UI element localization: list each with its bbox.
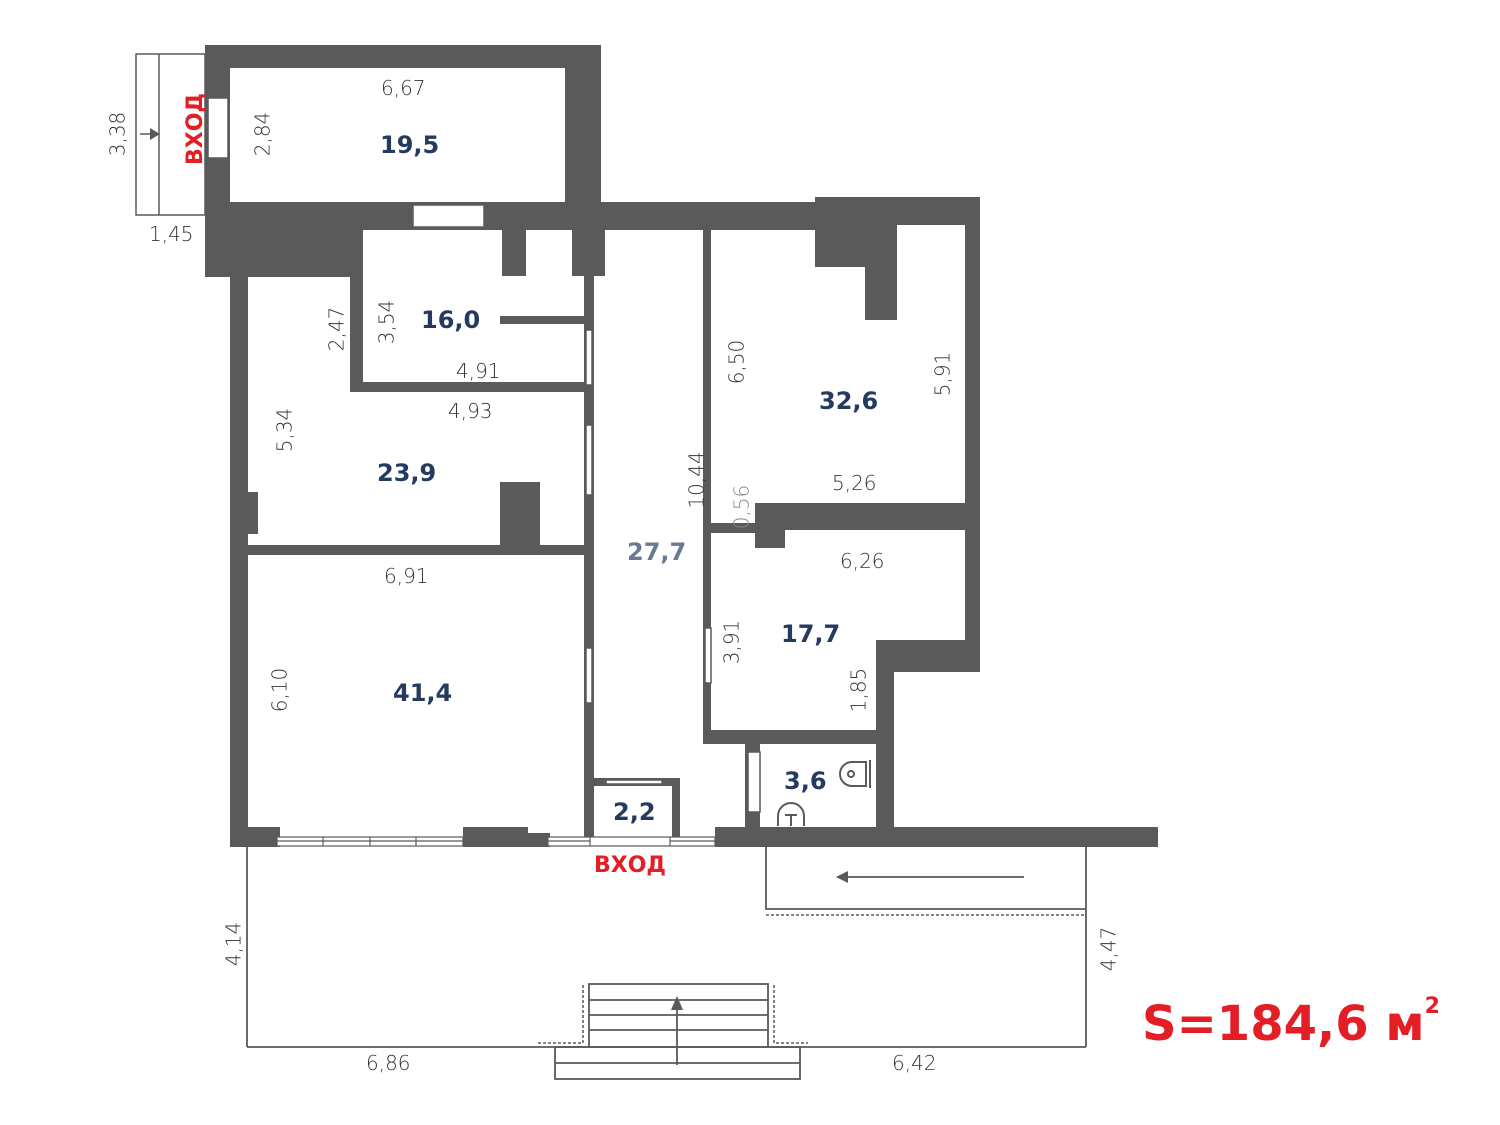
total-area: S=184,6 м2 [1142,996,1440,1049]
dim-small-room-outer: 2,47 [324,306,349,352]
entry-label-main: ВХОД [594,853,667,878]
room-area-right-mid: 17,7 [781,620,841,648]
dim-right-mid-notch: 1,85 [846,667,871,713]
room-area-bathroom: 3,6 [784,767,827,795]
dim-corridor-length: 10,44 [684,451,709,509]
room-area-small: 16,0 [421,306,481,334]
dim-small-room-width: 4,91 [456,359,501,383]
dim-right-top-right: 5,91 [930,351,955,397]
dim-right-gap: 0,56 [729,484,754,530]
dim-terrace-bottom-left: 6,86 [366,1051,411,1075]
total-area-value: S=184,6 м [1142,996,1425,1052]
room-area-closet: 2,2 [613,798,656,826]
dim-right-top-left: 6,50 [724,339,749,385]
room-area-right-top: 32,6 [819,387,879,415]
dim-porch-width: 1,45 [149,222,194,246]
room-area-bottom-left: 41,4 [393,679,453,707]
dim-bottom-left-height: 6,10 [267,667,292,713]
dim-right-mid-height: 3,91 [719,619,744,665]
dim-right-mid-width: 6,26 [840,549,885,573]
dim-terrace-right: 4,47 [1096,926,1121,972]
dim-top-room-height: 2,84 [250,111,275,157]
room-area-top: 19,5 [380,131,440,159]
room-area-mid-left: 23,9 [377,459,437,487]
dim-top-room-width: 6,67 [381,76,426,100]
dim-terrace-left: 4,14 [221,921,246,967]
entry-label-side: ВХОД [183,92,209,166]
room-area-corridor: 27,7 [627,538,687,566]
dim-right-top-width: 5,26 [832,471,877,495]
total-area-unit-sup: 2 [1424,994,1440,1019]
dim-bottom-left-width: 6,91 [384,564,429,588]
dim-mid-left-width: 4,93 [448,399,493,423]
dim-small-room-height: 3,54 [374,299,399,345]
dim-porch-height: 3,38 [105,111,130,157]
dim-mid-left-height: 5,34 [272,407,297,453]
dim-terrace-bottom-right: 6,42 [892,1051,937,1075]
